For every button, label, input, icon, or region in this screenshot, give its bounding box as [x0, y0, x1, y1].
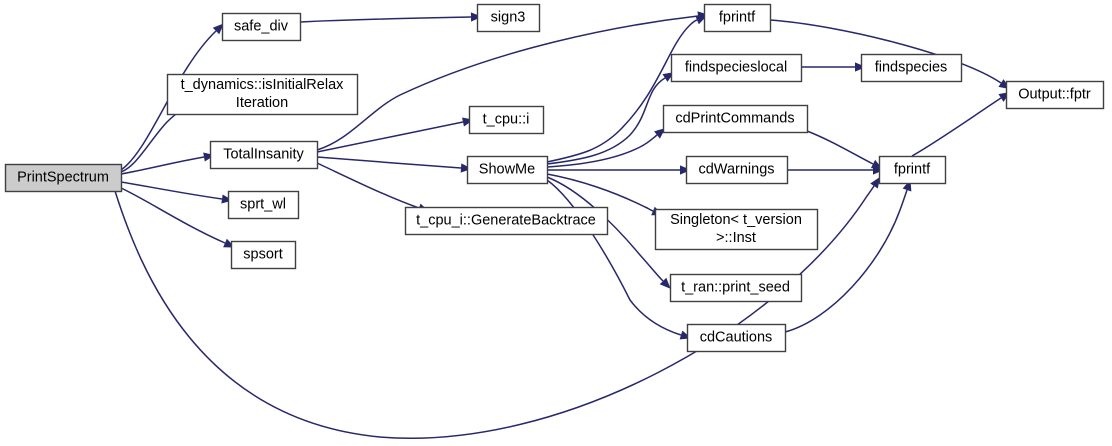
node-box[interactable]: [703, 3, 772, 33]
node-box[interactable]: [686, 323, 787, 353]
call-edge: [546, 176, 664, 282]
graph-node-totalinsanity[interactable]: TotalInsanity: [209, 140, 319, 170]
node-box[interactable]: [466, 155, 549, 185]
graph-node-singleton[interactable]: Singleton< t_version>::Inst: [654, 208, 819, 251]
call-edge: [120, 187, 226, 244]
graph-node-sprt-wl[interactable]: sprt_wl: [227, 190, 300, 220]
node-box[interactable]: [662, 104, 809, 134]
call-edge: [546, 179, 682, 336]
call-edge: [120, 156, 205, 175]
node-box[interactable]: [468, 105, 545, 135]
node-box[interactable]: [227, 190, 300, 220]
call-edge: [316, 162, 420, 209]
graph-node-safe-div[interactable]: safe_div: [221, 12, 302, 42]
call-edge: [316, 121, 464, 153]
call-edge: [120, 181, 223, 200]
graph-node-cdprintcommands[interactable]: cdPrintCommands: [662, 104, 809, 134]
node-box[interactable]: [404, 206, 609, 236]
call-edge: [546, 173, 654, 212]
call-edge: [299, 16, 472, 23]
graph-node-printspectrum[interactable]: PrintSpectrum: [4, 163, 123, 193]
node-box[interactable]: [209, 140, 319, 170]
graph-node-cdcautions[interactable]: cdCautions: [686, 323, 787, 353]
call-edge: [316, 156, 462, 169]
node-box[interactable]: [230, 240, 297, 270]
arrow-head-icon: [659, 277, 671, 289]
call-edge: [769, 19, 1002, 84]
call-edge: [546, 134, 658, 168]
graph-node-cdwarnings[interactable]: cdWarnings: [685, 155, 789, 185]
call-edge: [806, 130, 874, 165]
node-box[interactable]: [878, 155, 947, 185]
arrow-head-icon: [873, 165, 884, 175]
graph-node-fprintf-top[interactable]: fprintf: [703, 3, 772, 33]
arrow-head-icon: [654, 128, 666, 139]
arrow-head-icon: [470, 12, 482, 22]
graph-node-showme[interactable]: ShowMe: [466, 155, 549, 185]
arrow-head-icon: [870, 176, 881, 189]
graph-node-spsort[interactable]: spsort: [230, 240, 297, 270]
node-box[interactable]: [4, 163, 123, 193]
call-edge: [114, 185, 875, 439]
node-box[interactable]: [476, 3, 541, 33]
call-edge: [784, 189, 908, 333]
graph-node-print-seed[interactable]: t_ran::print_seed: [669, 273, 803, 303]
nodes-layer: PrintSpectrum safe_divt_dynamics::isIniti…: [4, 3, 1105, 353]
node-box[interactable]: [1005, 80, 1105, 110]
call-edge: [120, 30, 217, 171]
arrow-head-icon: [460, 163, 472, 173]
node-box[interactable]: [670, 53, 803, 83]
graph-node-findspecies[interactable]: findspecies: [860, 53, 963, 83]
graph-node-t-cpu-i[interactable]: t_cpu::i: [468, 105, 545, 135]
node-box[interactable]: [669, 273, 803, 303]
arrow-head-icon: [212, 23, 224, 35]
arrow-head-icon: [855, 62, 866, 72]
arrow-head-icon: [680, 165, 691, 175]
graph-node-generatebacktrace[interactable]: t_cpu_i::GenerateBacktrace: [404, 206, 609, 236]
node-box[interactable]: [654, 208, 819, 251]
call-edge: [911, 97, 1002, 157]
graph-node-sign3[interactable]: sign3: [476, 3, 541, 33]
node-box[interactable]: [685, 155, 789, 185]
call-edge: [316, 15, 699, 151]
call-edge: [546, 19, 698, 163]
graph-node-fprintf-mid[interactable]: fprintf: [878, 155, 947, 185]
call-edge: [546, 77, 666, 165]
graph-node-findspecieslocal[interactable]: findspecieslocal: [670, 53, 803, 83]
node-box[interactable]: [221, 12, 302, 42]
node-box[interactable]: [166, 73, 359, 116]
graph-node-output-fptr[interactable]: Output::fptr: [1005, 80, 1105, 110]
node-box[interactable]: [860, 53, 963, 83]
